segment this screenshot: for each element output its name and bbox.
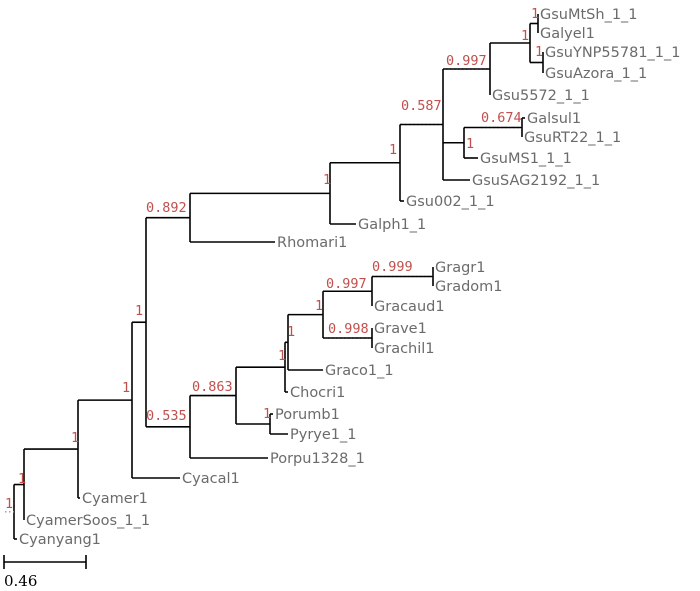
leaf-label-GsuYNP: GsuYNP55781_1_1: [545, 45, 681, 61]
leaf-label-GsuMtSh: GsuMtSh_1_1: [540, 7, 638, 23]
leaf-label-Cyamer: Cyamer1: [82, 491, 148, 507]
scale-bar: 0.46: [3, 555, 87, 590]
support-value-n_gragr_gradom: 0.999: [372, 259, 413, 275]
leaf-label-Gragr: Gragr1: [435, 260, 485, 276]
support-value-n_grave_grachil: 0.998: [328, 321, 369, 337]
support-value-n_porpu: 0.535: [146, 408, 187, 424]
support-value-n_ms1: 1: [466, 136, 474, 152]
support-value-n_gsu_all: 0.587: [401, 98, 442, 114]
support-value-n_cyacal: 1: [122, 380, 130, 396]
leaf-label-Chocri: Chocri1: [290, 385, 345, 401]
leaf-label-Graco: Graco1_1: [325, 363, 394, 379]
tree-branches: [5, 14, 544, 540]
leaf-label-Cyanyang: Cyanyang1: [19, 532, 101, 548]
scale-bar-label: 0.46: [4, 572, 37, 590]
leaf-label-Gsu002: Gsu002_1_1: [406, 194, 495, 210]
support-value-n_soos: 1: [18, 471, 26, 487]
support-value-n_bangio: 0.863: [192, 379, 233, 395]
leaf-labels: GsuMtSh_1_1Galyel1GsuYNP55781_1_1GsuAzor…: [19, 7, 681, 548]
leaf-label-Grave: Grave1: [374, 321, 427, 337]
support-value-n_gsu_top: 1: [521, 28, 529, 44]
leaf-label-Gradom: Gradom1: [435, 279, 503, 295]
support-value-n_graco: 1: [287, 324, 295, 340]
leaf-label-Gsu5572: Gsu5572_1_1: [492, 88, 590, 104]
leaf-label-Grachil: Grachil1: [374, 341, 435, 357]
leaf-label-Cyacal: Cyacal1: [182, 471, 240, 487]
leaf-label-Galph: Galph1_1: [358, 217, 426, 233]
support-value-n_ynp_azora: 1: [535, 44, 543, 60]
leaf-label-Galsul: Galsul1: [527, 111, 581, 127]
support-value-n_galph: 1: [323, 172, 331, 188]
leaf-label-Porumb: Porumb1: [275, 407, 340, 423]
leaf-label-GsuSAG: GsuSAG2192_1_1: [472, 173, 600, 189]
support-value-n_red_main: 1: [135, 303, 143, 319]
leaf-label-GsuAzora: GsuAzora_1_1: [545, 66, 647, 82]
leaf-label-Gracaud: Gracaud1: [374, 299, 445, 315]
support-value-n_porumb_pyrye: 1: [263, 406, 271, 422]
support-value-n_gsu002: 1: [389, 142, 397, 158]
support-labels: 1110.9970.67410.587110.8920.9990.9970.99…: [5, 6, 543, 512]
leaf-label-Porpu: Porpu1328_1: [270, 451, 365, 467]
leaf-label-Rhomari: Rhomari1: [277, 235, 347, 251]
leaf-label-Pyrye: Pyrye1_1: [290, 427, 357, 443]
support-value-n_chocri: 1: [278, 348, 286, 364]
support-value-n_rhomari: 0.892: [146, 200, 187, 216]
support-value-n_galsul_rt22: 0.674: [481, 110, 522, 126]
support-value-n_root: 1: [5, 496, 13, 512]
support-value-n_cyamer: 1: [71, 430, 79, 446]
support-value-n_gra_main: 1: [315, 298, 323, 314]
leaf-label-Galyel: Galyel1: [540, 26, 595, 42]
leaf-label-GsuMS1: GsuMS1_1_1: [480, 151, 572, 167]
leaf-label-CyamerSoos: CyamerSoos_1_1: [26, 513, 150, 529]
support-value-n_gsu_5572: 0.997: [446, 53, 487, 69]
support-value-n_gracaud: 0.997: [326, 276, 367, 292]
leaf-label-GsuRT22: GsuRT22_1_1: [524, 130, 621, 146]
support-value-n_mtsh_galyel: 1: [531, 6, 539, 22]
